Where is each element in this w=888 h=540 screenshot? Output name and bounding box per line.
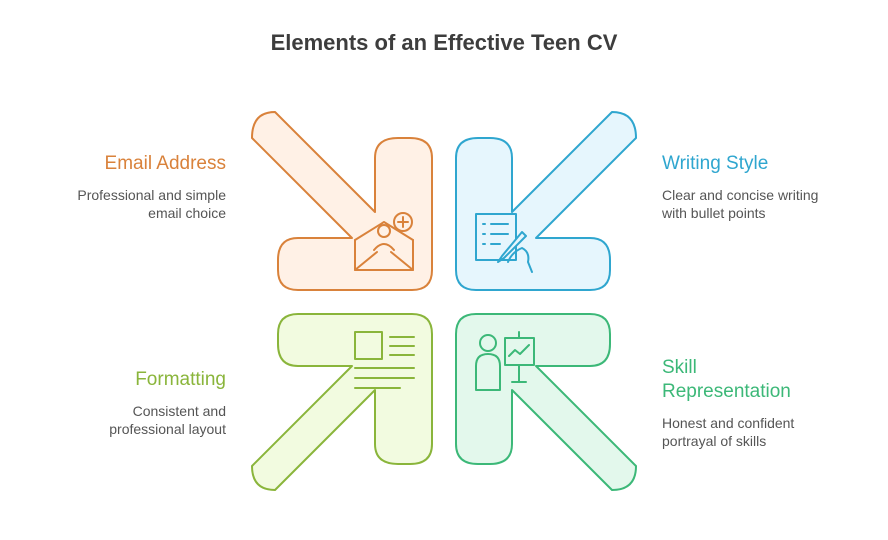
skill-desc-line-1: Honest and confident xyxy=(662,415,795,431)
formatting-title: Formatting xyxy=(135,369,226,390)
writing-style-title: Writing Style xyxy=(662,153,769,174)
diagram-title: Elements of an Effective Teen CV xyxy=(270,30,618,55)
layout-document-icon xyxy=(354,331,415,389)
writing-desc-line-2: with bullet points xyxy=(662,205,766,221)
skill-representation-block: Skill Representation Honest and confiden… xyxy=(662,356,862,450)
formatting-desc-line-1: Consistent and xyxy=(132,403,226,419)
writing-arrow xyxy=(455,111,637,291)
writing-desc-line-1: Clear and concise writing xyxy=(662,187,819,203)
email-address-title: Email Address xyxy=(104,153,226,174)
email-address-block: Email Address Professional and simple em… xyxy=(26,152,226,222)
skill-arrow xyxy=(455,313,637,491)
presenter-chart-icon xyxy=(475,331,535,391)
skill-title-line-2: Representation xyxy=(662,381,791,402)
formatting-desc-line-2: professional layout xyxy=(109,421,226,437)
formatting-block: Formatting Consistent and professional l… xyxy=(26,368,226,438)
envelope-user-add-icon xyxy=(354,212,414,271)
writing-style-block: Writing Style Clear and concise writing … xyxy=(662,152,862,222)
skill-title-line-1: Skill xyxy=(662,357,697,378)
skill-desc-line-2: portrayal of skills xyxy=(662,433,767,449)
skill-representation-description: Honest and confident portrayal of skills xyxy=(662,414,862,450)
email-desc-line-1: Professional and simple xyxy=(77,187,226,203)
formatting-description: Consistent and professional layout xyxy=(26,402,226,438)
skill-representation-title: Skill Representation xyxy=(662,356,862,404)
email-address-description: Professional and simple email choice xyxy=(26,186,226,222)
writing-style-description: Clear and concise writing with bullet po… xyxy=(662,186,862,222)
formatting-arrow xyxy=(251,313,433,491)
document-pen-icon xyxy=(475,213,533,273)
email-desc-line-2: email choice xyxy=(148,205,226,221)
